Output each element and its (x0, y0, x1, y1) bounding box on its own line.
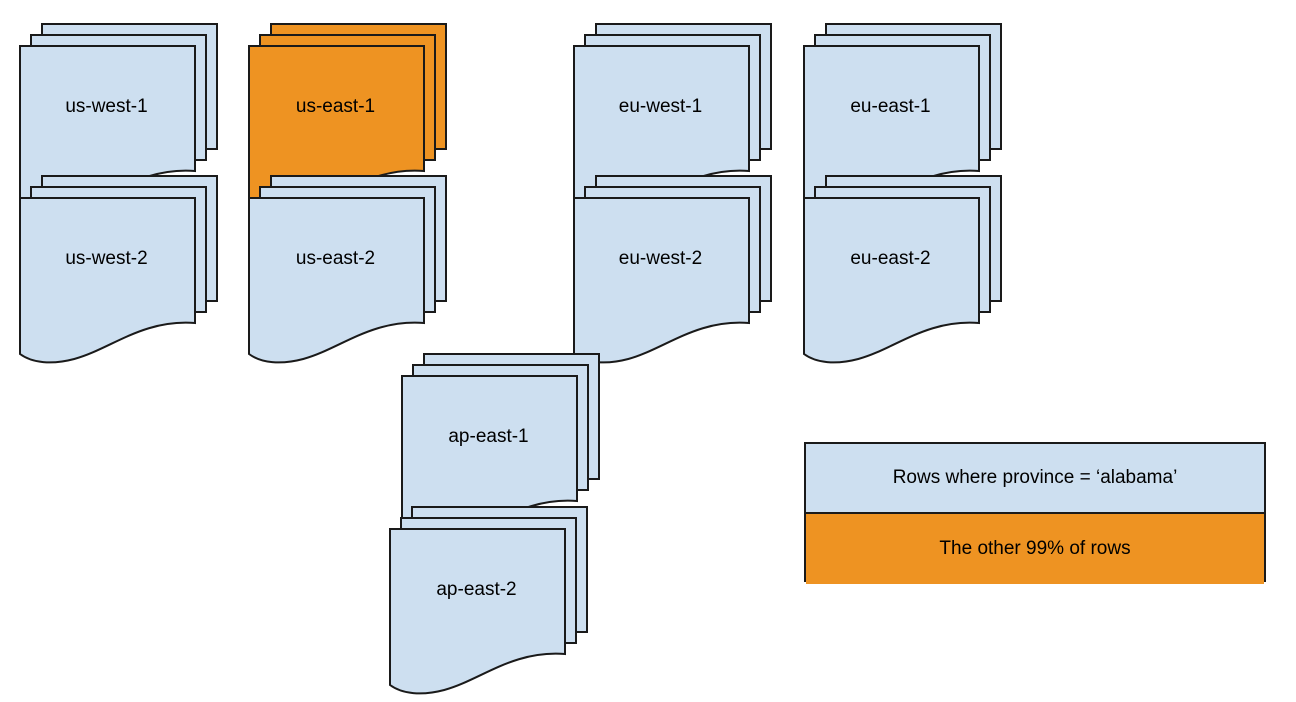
region-stack-us-west-2[interactable]: us-west-2 (19, 175, 218, 367)
document-sheet-front (389, 528, 566, 695)
legend-row-alabama-rows: Rows where province = ‘alabama’ (806, 444, 1264, 514)
legend-row-other-rows: The other 99% of rows (806, 514, 1264, 584)
region-stack-ap-east-2[interactable]: ap-east-2 (389, 506, 588, 698)
legend: Rows where province = ‘alabama’The other… (804, 442, 1266, 584)
region-stack-us-east-1[interactable]: us-east-1 (248, 23, 447, 215)
region-stack-eu-west-2[interactable]: eu-west-2 (573, 175, 772, 367)
region-stack-eu-east-2[interactable]: eu-east-2 (803, 175, 1002, 367)
document-sheet-front (19, 197, 196, 364)
region-stack-us-west-1[interactable]: us-west-1 (19, 23, 218, 215)
document-sheet-front (248, 197, 425, 364)
document-sheet-front (803, 197, 980, 364)
document-sheet-front (573, 197, 750, 364)
region-stack-us-east-2[interactable]: us-east-2 (248, 175, 447, 367)
